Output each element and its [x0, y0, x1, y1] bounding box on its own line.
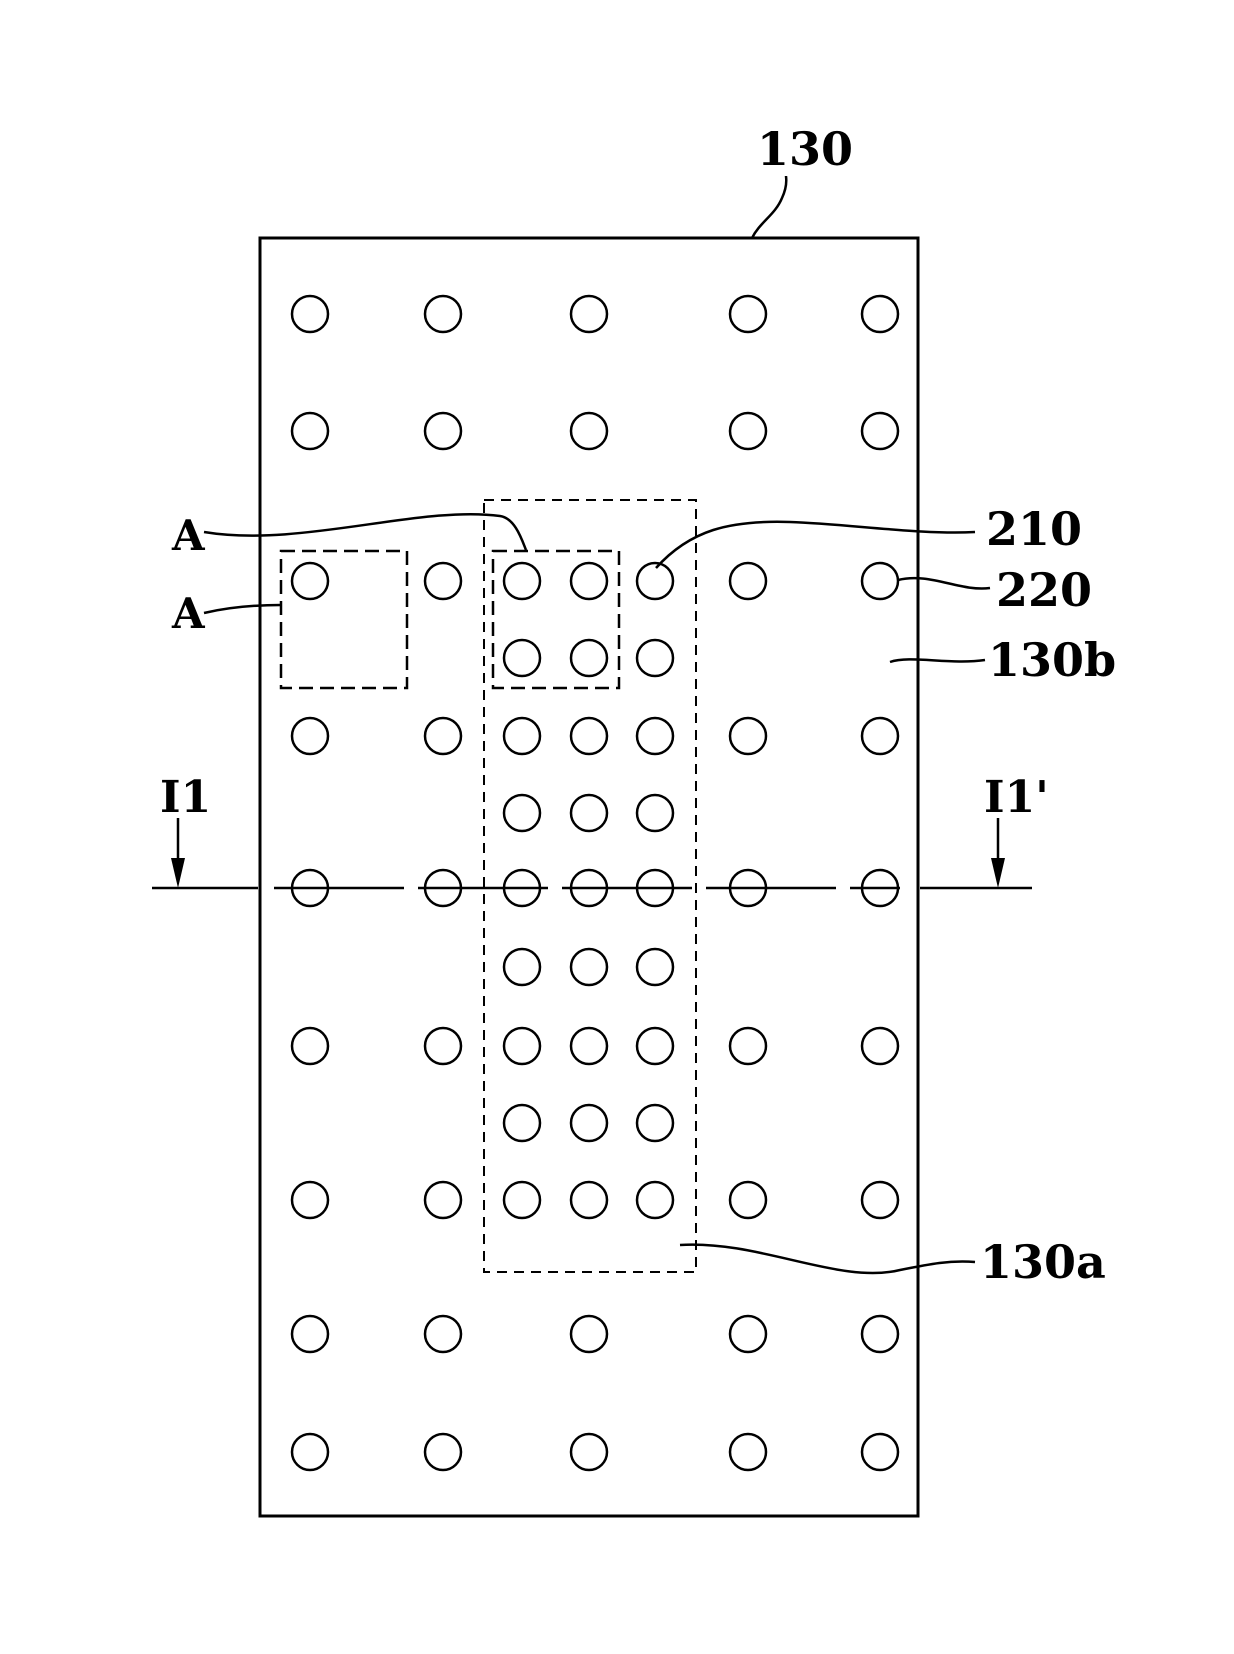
via-220: [730, 296, 766, 332]
via-220: [425, 718, 461, 754]
via-220: [292, 1316, 328, 1352]
via-220: [425, 1316, 461, 1352]
via-210: [637, 718, 673, 754]
via-220: [571, 413, 607, 449]
region-130a-boundary: [484, 500, 696, 1272]
label-section-right: I1': [984, 772, 1049, 823]
via-220: [292, 413, 328, 449]
via-210: [504, 949, 540, 985]
label-130a: 130a: [980, 1235, 1106, 1289]
leader-210: [656, 522, 975, 568]
via-220: [862, 1316, 898, 1352]
leader-130a: [680, 1245, 975, 1273]
leader-a-top: [204, 514, 526, 550]
via-220: [862, 413, 898, 449]
label-section-left: I1: [160, 772, 211, 823]
via-220: [730, 1316, 766, 1352]
label-220: 220: [996, 563, 1092, 617]
via-220: [862, 563, 898, 599]
via-220: [425, 413, 461, 449]
via-210: [571, 718, 607, 754]
via-220: [425, 1182, 461, 1218]
via-210: [571, 1182, 607, 1218]
label-130b: 130b: [988, 633, 1116, 687]
label-210: 210: [986, 502, 1082, 556]
region-a-left-boundary: [281, 551, 407, 688]
via-210: [637, 1105, 673, 1141]
leader-220: [898, 578, 990, 588]
leader-a-left: [204, 605, 281, 613]
via-210: [637, 795, 673, 831]
via-220: [571, 1316, 607, 1352]
label-a-left: A: [171, 589, 206, 638]
via-220: [425, 1434, 461, 1470]
via-210: [571, 949, 607, 985]
via-220: [292, 296, 328, 332]
via-220: [730, 413, 766, 449]
via-210: [504, 563, 540, 599]
via-220: [730, 1434, 766, 1470]
label-130: 130: [757, 122, 853, 176]
via-210: [504, 795, 540, 831]
via-210: [504, 1028, 540, 1064]
via-220: [292, 1182, 328, 1218]
via-210: [571, 795, 607, 831]
via-210: [571, 1105, 607, 1141]
via-220: [292, 718, 328, 754]
plate-130: [260, 238, 918, 1516]
via-210: [637, 563, 673, 599]
via-210: [504, 718, 540, 754]
via-210: [504, 1105, 540, 1141]
via-220: [730, 563, 766, 599]
region-a-top-boundary: [493, 551, 619, 688]
via-220: [862, 1434, 898, 1470]
section-arrow-right-head: [991, 858, 1005, 888]
via-210: [637, 949, 673, 985]
via-220: [730, 1028, 766, 1064]
via-220: [425, 563, 461, 599]
via-220: [571, 1434, 607, 1470]
section-arrow-left-head: [171, 858, 185, 888]
leader-130: [752, 176, 786, 238]
via-220: [730, 718, 766, 754]
via-220: [862, 296, 898, 332]
via-220: [571, 296, 607, 332]
via-220: [862, 1182, 898, 1218]
via-220: [862, 1028, 898, 1064]
via-220: [292, 563, 328, 599]
via-210: [504, 1182, 540, 1218]
via-210: [637, 1028, 673, 1064]
via-210: [637, 1182, 673, 1218]
via-220: [292, 1028, 328, 1064]
label-a-top: A: [171, 511, 206, 560]
via-210: [637, 640, 673, 676]
via-220: [425, 296, 461, 332]
via-210: [571, 563, 607, 599]
via-220: [730, 1182, 766, 1218]
via-220: [292, 1434, 328, 1470]
via-210: [504, 640, 540, 676]
leader-130b: [890, 659, 985, 662]
via-220: [862, 718, 898, 754]
via-array: [292, 296, 898, 1470]
via-210: [571, 640, 607, 676]
via-210: [571, 1028, 607, 1064]
via-220: [425, 1028, 461, 1064]
